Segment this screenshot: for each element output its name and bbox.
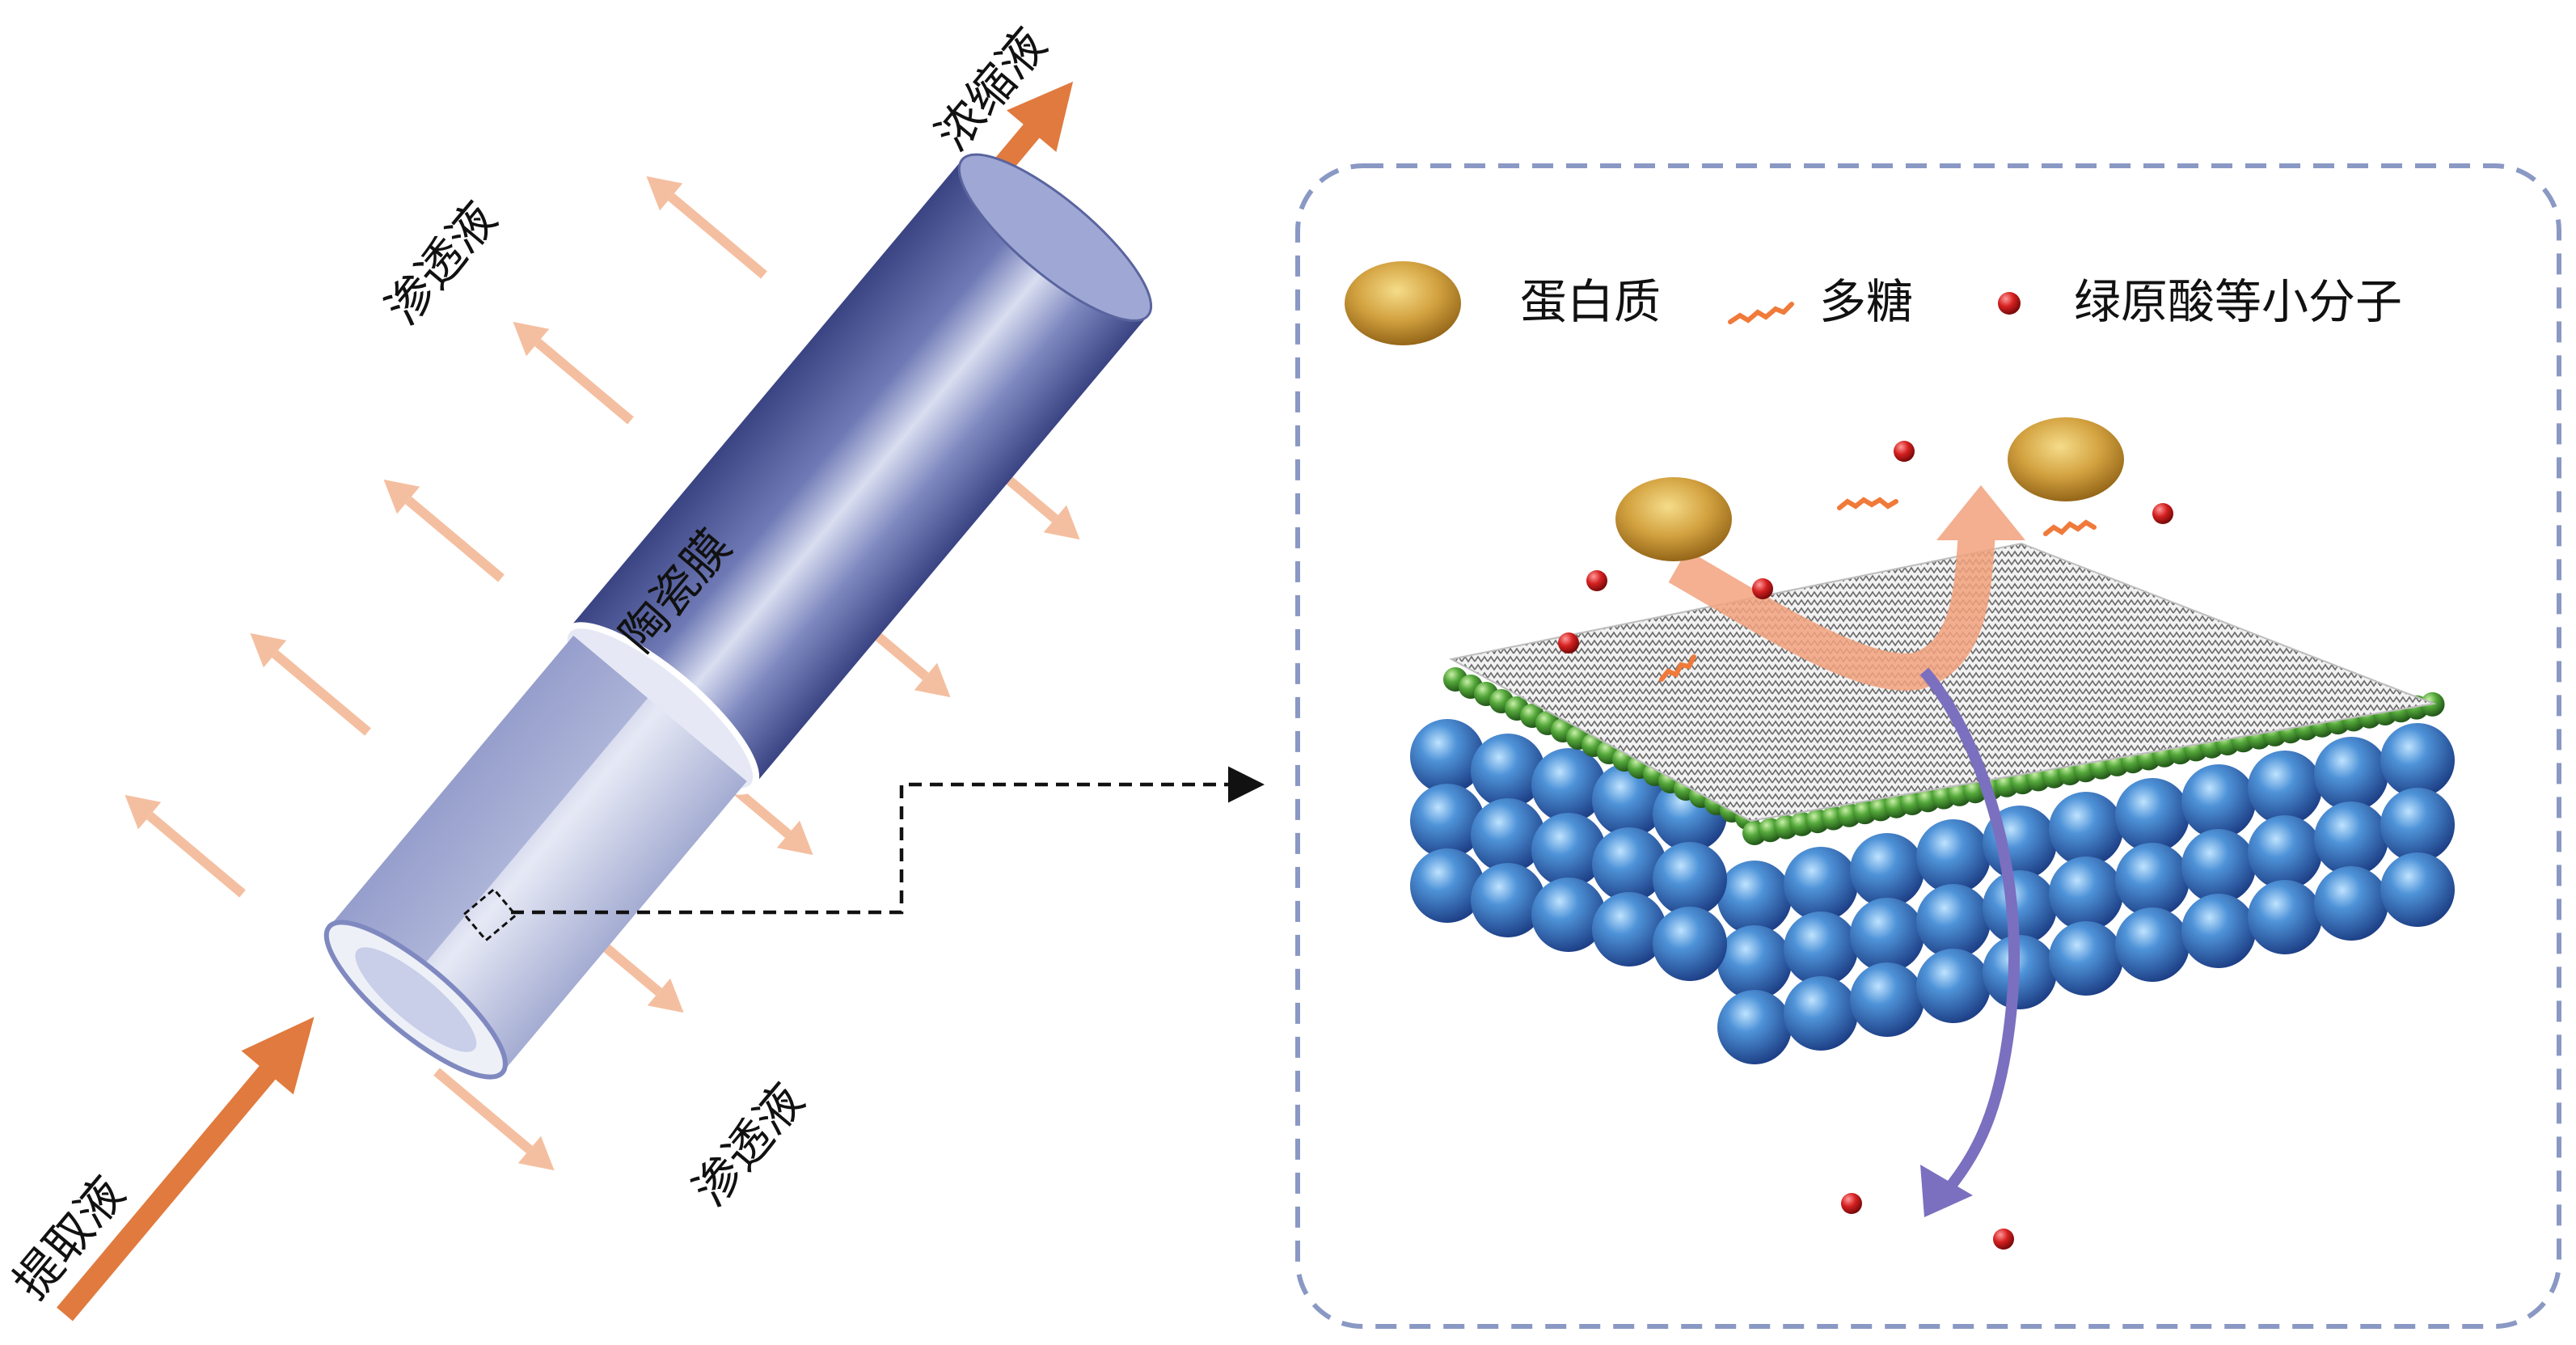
small-molecule-particle	[1993, 1229, 2014, 1250]
support-sphere	[1983, 870, 2057, 945]
small-molecule-particle	[1894, 441, 1915, 462]
support-sphere	[1531, 813, 1606, 887]
support-sphere	[2248, 880, 2322, 954]
support-sphere	[2380, 788, 2455, 862]
protein-particle	[2008, 417, 2124, 501]
support-sphere	[1653, 907, 1727, 981]
support-sphere	[1471, 863, 1545, 937]
support-sphere	[1784, 911, 1858, 986]
support-sphere	[1850, 898, 1924, 972]
support-sphere	[1717, 990, 1792, 1064]
support-sphere	[2049, 921, 2123, 996]
label-permeate-top: 渗透液	[375, 192, 508, 335]
support-sphere	[1717, 925, 1792, 1000]
support-layer	[1410, 719, 2455, 1064]
small-molecule-particle	[1752, 578, 1773, 599]
support-sphere	[2380, 852, 2455, 927]
support-sphere	[1916, 949, 1991, 1023]
support-sphere	[1983, 935, 2057, 1009]
support-sphere	[2049, 792, 2123, 866]
support-sphere	[2115, 778, 2190, 852]
support-sphere	[2248, 751, 2322, 825]
small-molecule-icon	[1998, 292, 2021, 315]
support-sphere	[2248, 815, 2322, 890]
support-sphere	[1471, 734, 1545, 808]
ceramic-membrane-tube	[323, 153, 1153, 1080]
support-sphere	[2314, 737, 2388, 811]
support-sphere	[2115, 843, 2190, 917]
support-sphere	[1717, 861, 1792, 935]
legend-polysaccharide-label: 多糖	[1819, 274, 1913, 329]
zoom-panel-frame	[1295, 163, 2561, 1329]
particles	[1558, 417, 2173, 1250]
polysaccharide-particle	[2043, 519, 2097, 536]
support-sphere	[2314, 866, 2388, 941]
membrane-cross-section	[1410, 542, 2455, 1064]
support-sphere	[1916, 884, 1991, 958]
small-molecule-particle	[1558, 632, 1579, 653]
support-sphere	[1916, 819, 1991, 894]
support-sphere	[1784, 976, 1858, 1051]
rejection-arrow	[1668, 485, 2025, 691]
support-sphere	[1531, 748, 1606, 823]
support-sphere	[2049, 856, 2123, 931]
zoom-connector-line	[511, 766, 1265, 915]
support-sphere	[2181, 764, 2256, 839]
support-sphere	[2181, 829, 2256, 903]
legend-protein-label: 蛋白质	[1520, 274, 1661, 329]
feed-arrow	[57, 1017, 315, 1322]
support-sphere	[1410, 848, 1484, 923]
zoom-region-marker	[462, 887, 517, 942]
separation-layer	[1449, 542, 2437, 823]
support-sphere	[2314, 802, 2388, 876]
support-sphere	[1850, 833, 1924, 907]
polysaccharide-particle	[1659, 654, 1696, 682]
label-permeate-bottom: 渗透液	[682, 1073, 815, 1216]
support-sphere	[2115, 907, 2190, 982]
polysaccharide-particle	[1837, 497, 1898, 510]
support-sphere	[1531, 878, 1606, 952]
polysaccharide-icon	[1728, 302, 1794, 324]
support-sphere	[1850, 962, 1924, 1037]
legend: 蛋白质 多糖 绿原酸等小分子	[1345, 261, 2402, 345]
small-molecule-particle	[2152, 503, 2173, 524]
legend-small-molecule-label: 绿原酸等小分子	[2074, 274, 2402, 329]
protein-particle	[1615, 477, 1732, 561]
permeation-arrow	[1919, 667, 2021, 1217]
support-sphere	[2181, 894, 2256, 968]
support-sphere	[1653, 842, 1727, 916]
support-sphere	[1410, 784, 1484, 858]
support-sphere	[2380, 723, 2455, 797]
support-sphere	[1592, 827, 1666, 902]
support-sphere	[1592, 892, 1666, 966]
small-molecule-particle	[1841, 1193, 1862, 1214]
support-sphere	[1410, 719, 1484, 793]
support-sphere	[1784, 847, 1858, 921]
support-sphere	[1471, 798, 1545, 873]
small-molecule-particle	[1586, 570, 1607, 591]
protein-icon	[1345, 261, 1461, 345]
